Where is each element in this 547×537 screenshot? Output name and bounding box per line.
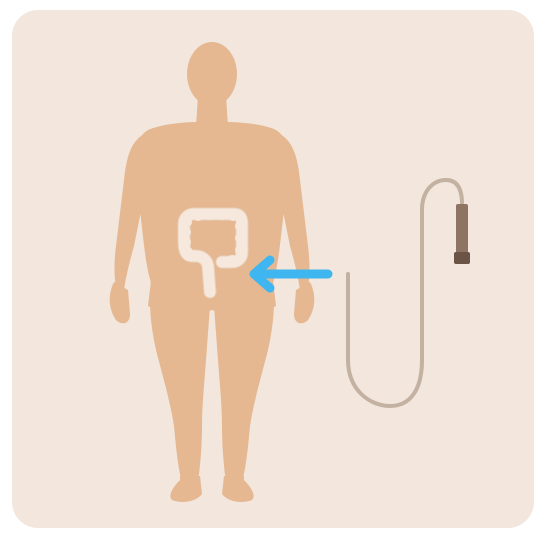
illustration-card	[12, 10, 534, 528]
illustration-canvas	[12, 10, 534, 528]
